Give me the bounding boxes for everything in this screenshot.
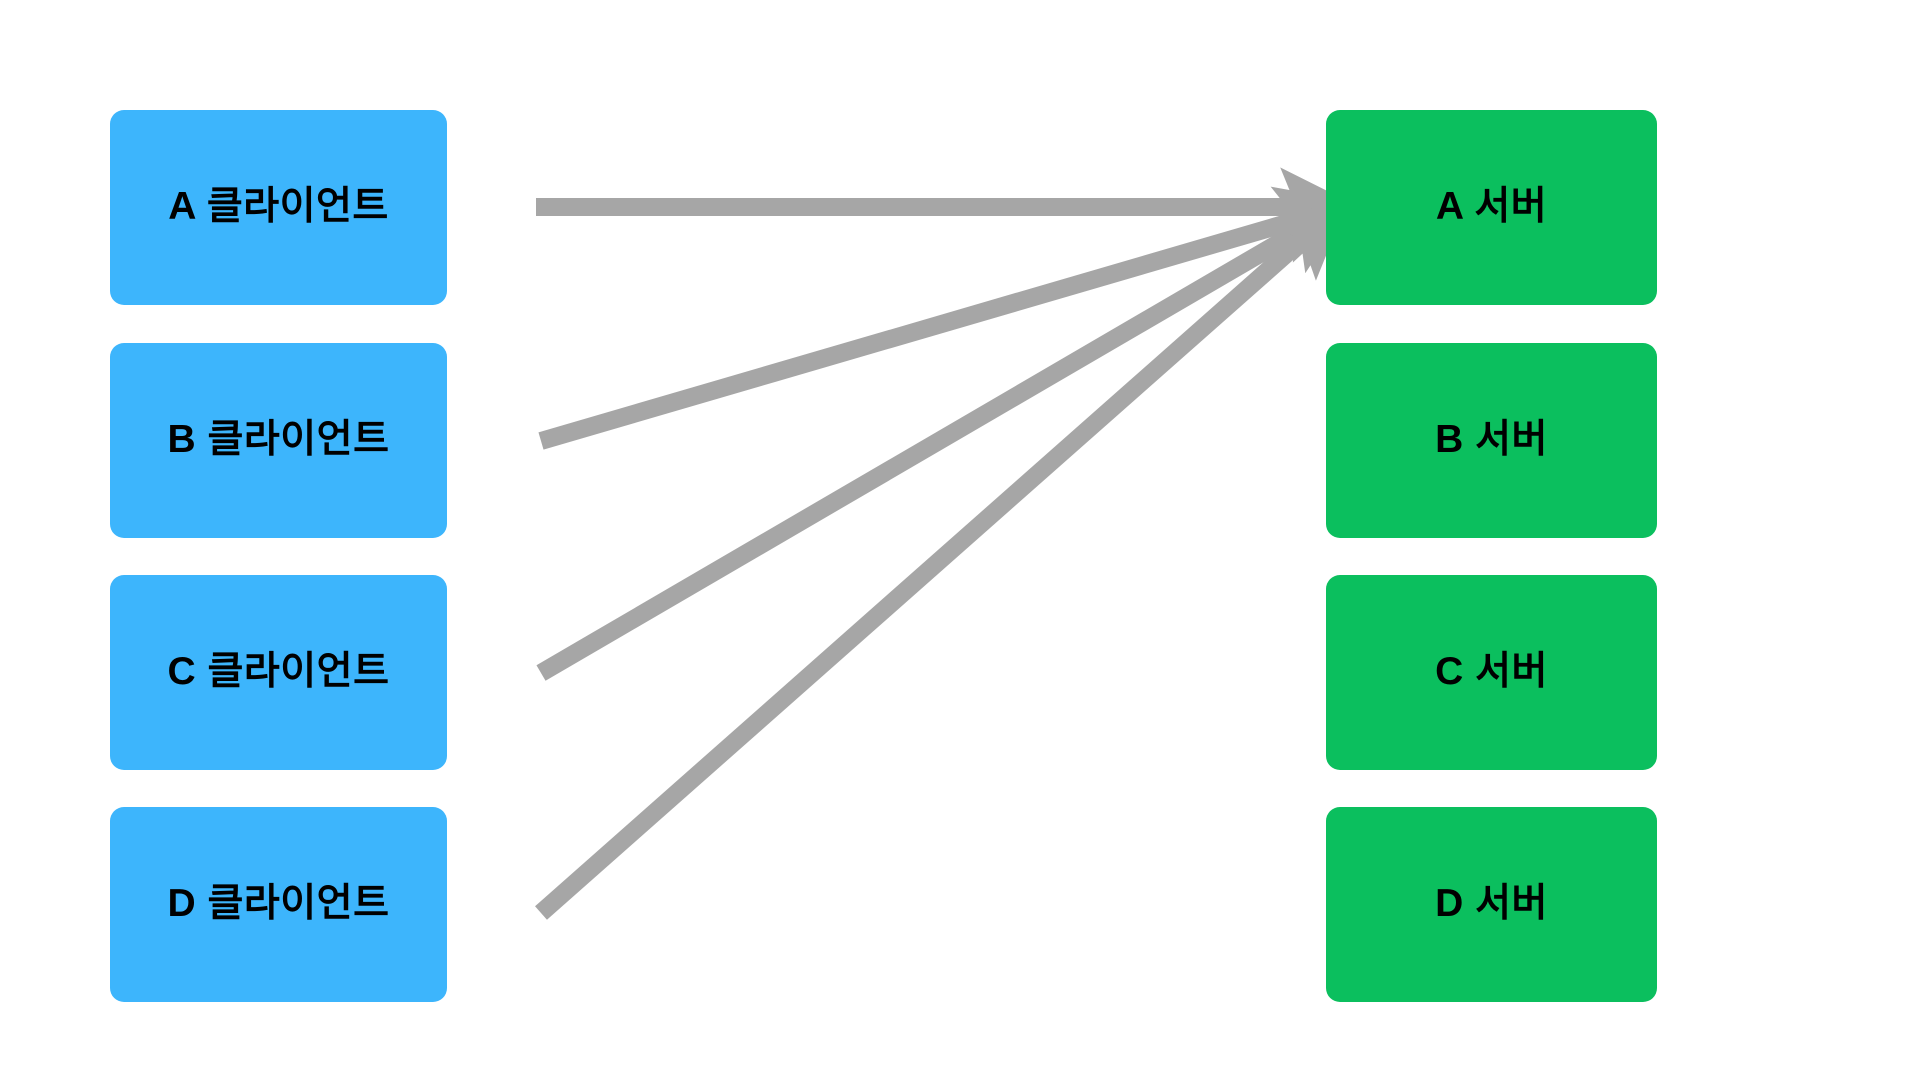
client-box-c[interactable]: C 클라이언트 [110, 575, 447, 770]
server-box-c[interactable]: C 서버 [1326, 575, 1657, 770]
client-box-a[interactable]: A 클라이언트 [110, 110, 447, 305]
client-a-label: A 클라이언트 [168, 185, 389, 229]
client-d-label: D 클라이언트 [167, 882, 390, 926]
client-b-label: B 클라이언트 [167, 418, 390, 462]
server-c-label: C 서버 [1435, 650, 1548, 694]
arrow-client-c-to-server-a [536, 199, 1354, 681]
client-box-b[interactable]: B 클라이언트 [110, 343, 447, 538]
client-box-d[interactable]: D 클라이언트 [110, 807, 447, 1002]
server-box-b[interactable]: B 서버 [1326, 343, 1657, 538]
server-d-label: D 서버 [1435, 882, 1548, 926]
server-a-label: A 서버 [1435, 185, 1548, 229]
server-box-a[interactable]: A 서버 [1326, 110, 1657, 305]
client-c-label: C 클라이언트 [167, 650, 390, 694]
arrow-client-b-to-server-a [538, 186, 1358, 450]
arrow-client-d-to-server-a [535, 198, 1350, 920]
server-box-d[interactable]: D 서버 [1326, 807, 1657, 1002]
server-b-label: B 서버 [1435, 418, 1548, 462]
